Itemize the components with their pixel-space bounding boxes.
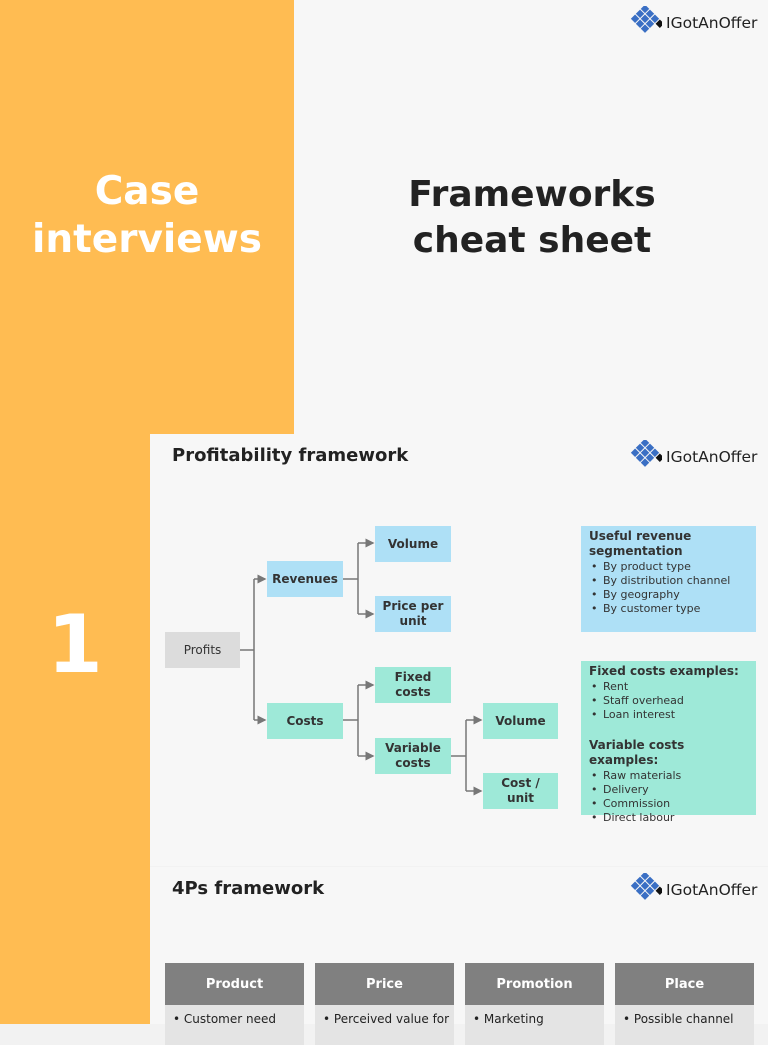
list-item: Loan interest — [591, 708, 748, 722]
node-profits: Profits — [165, 632, 240, 668]
node-cost-per-unit-line1: Cost / — [501, 776, 540, 790]
brand-logo-fourps: IGotAnOffer — [628, 873, 757, 907]
list-item: Commission — [591, 797, 748, 811]
revenue-box-title-line1: Useful revenue — [589, 529, 692, 543]
cover-main-title-line2: cheat sheet — [412, 220, 652, 261]
brand-name: IGotAnOffer — [666, 448, 758, 466]
brand-diamond-icon — [630, 873, 662, 900]
sidebar-orange-strip — [0, 434, 150, 1024]
node-variable-costs-line1: Variable — [385, 741, 441, 755]
fourps-cell-place: • Possible channel — [615, 1005, 754, 1045]
node-revenues: Revenues — [267, 561, 343, 597]
node-vc-volume: Volume — [483, 703, 558, 739]
fixed-costs-list: Rent Staff overhead Loan interest — [589, 680, 748, 722]
node-volume: Volume — [375, 526, 451, 562]
node-price-per-unit: Price per unit — [375, 596, 451, 632]
fourps-header-price: Price — [315, 963, 454, 1005]
node-price-per-unit-line1: Price per — [382, 599, 444, 613]
cover-left-title-line1: Case — [94, 169, 200, 214]
cover-left-title: Case interviews — [0, 168, 294, 264]
node-price-per-unit-line2: unit — [399, 614, 427, 628]
cover-main-title-line1: Frameworks — [408, 174, 656, 215]
cover-left-title-line2: interviews — [32, 217, 262, 262]
cover-orange-panel — [0, 0, 294, 434]
list-item: Raw materials — [591, 769, 748, 783]
fixed-costs-title: Fixed costs examples: — [589, 664, 739, 678]
node-cost-per-unit-line2: unit — [507, 791, 534, 805]
node-costs: Costs — [267, 703, 343, 739]
node-variable-costs: Variable costs — [375, 738, 451, 774]
fourps-header-place: Place — [615, 963, 754, 1005]
node-fixed-costs: Fixed costs — [375, 667, 451, 703]
list-item: Delivery — [591, 783, 748, 797]
brand-logo-cover: IGotAnOffer — [628, 6, 757, 40]
cover-main-title: Frameworks cheat sheet — [330, 172, 734, 264]
fourps-cell-product: • Customer need — [165, 1005, 304, 1045]
list-item: Staff overhead — [591, 694, 748, 708]
brand-name: IGotAnOffer — [666, 14, 758, 32]
list-item: By product type — [591, 560, 748, 574]
list-item: By customer type — [591, 602, 748, 616]
variable-costs-list: Raw materials Delivery Commission Direct… — [589, 769, 748, 825]
brand-logo-profitability: IGotAnOffer — [628, 440, 757, 474]
node-fixed-costs-line2: costs — [395, 685, 431, 699]
node-variable-costs-line2: costs — [395, 756, 431, 770]
fourps-cell-promotion: • Marketing — [465, 1005, 604, 1045]
profitability-title: Profitability framework — [172, 445, 409, 466]
variable-costs-title: Variable costs examples: — [589, 738, 685, 767]
section-number: 1 — [47, 598, 103, 691]
list-item: By geography — [591, 588, 748, 602]
framework-connector-lines — [240, 538, 483, 796]
revenue-box-list: By product type By distribution channel … — [589, 560, 748, 616]
fourps-header-promotion: Promotion — [465, 963, 604, 1005]
brand-diamond-icon — [630, 440, 662, 467]
list-item: By distribution channel — [591, 574, 748, 588]
fourps-cell-price: • Perceived value for — [315, 1005, 454, 1045]
node-cost-per-unit: Cost / unit — [483, 773, 558, 809]
cost-examples-box: Fixed costs examples: Rent Staff overhea… — [581, 661, 756, 825]
revenue-segmentation-box: Useful revenue segmentation By product t… — [581, 526, 756, 632]
fourps-title: 4Ps framework — [172, 878, 325, 899]
cover-white-panel — [294, 0, 768, 434]
revenue-box-title-line2: segmentation — [589, 544, 683, 558]
fourps-header-product: Product — [165, 963, 304, 1005]
list-item: Rent — [591, 680, 748, 694]
node-fixed-costs-line1: Fixed — [394, 670, 432, 684]
brand-name: IGotAnOffer — [666, 881, 758, 899]
brand-diamond-icon — [630, 6, 662, 33]
list-item: Direct labour — [591, 811, 748, 825]
